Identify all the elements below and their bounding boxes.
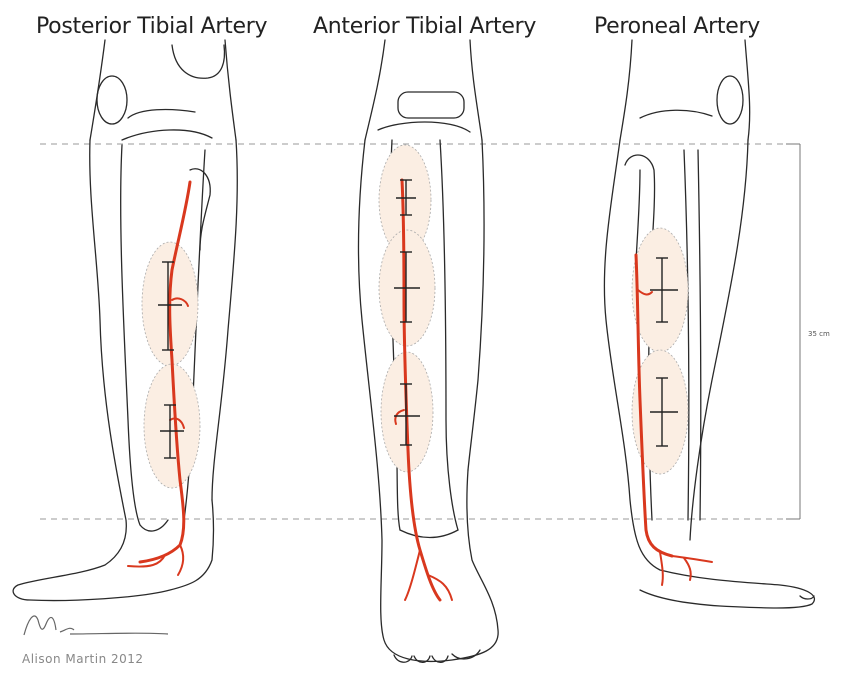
measurement-label: 35 cm [808, 330, 830, 338]
peroneal-leg [604, 40, 814, 608]
anterior-leg-outline [358, 40, 498, 662]
posterior-leg-outline [13, 40, 237, 601]
peroneal-leg-outline [604, 40, 814, 608]
measurement-bracket [786, 144, 800, 519]
posterior-leg [13, 40, 237, 601]
anterior-leg [358, 40, 498, 662]
artist-credit: Alison Martin 2012 [22, 652, 144, 666]
artist-signature [24, 616, 168, 635]
